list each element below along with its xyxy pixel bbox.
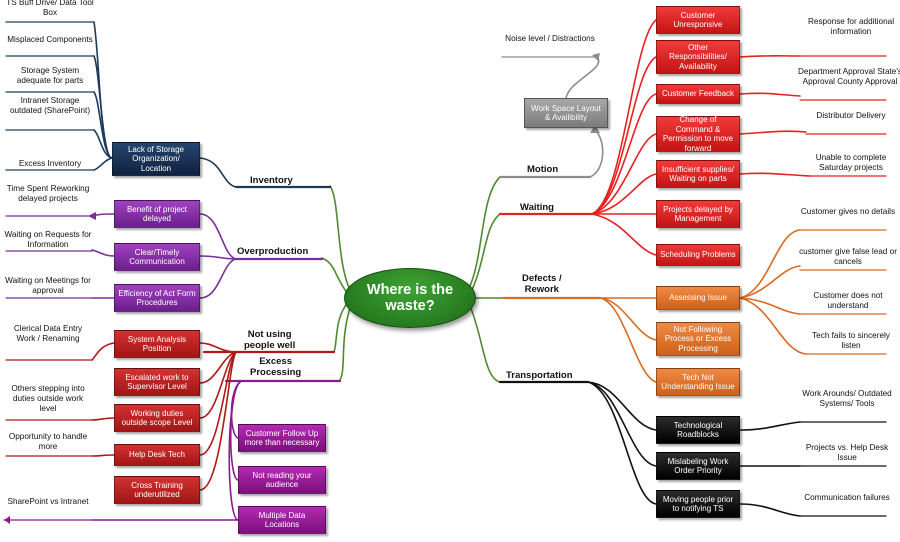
center-line-2: waste? <box>385 298 435 314</box>
waiting-box: Insufficient supplies/ Waiting on parts <box>656 160 740 188</box>
overproduction-leaf: Time Spent Reworking delayed projects <box>6 184 90 203</box>
people-box: Escalated work to Supervisor Level <box>114 368 200 396</box>
excess-box: Customer Follow Up more than necessary <box>238 424 326 452</box>
waiting-box: Scheduling Problems <box>656 244 740 266</box>
defects-leaf: Customer gives no details <box>800 207 896 216</box>
center-line-1: Where is the <box>366 282 454 298</box>
waiting-box: Customer Unresponsive <box>656 6 740 34</box>
waiting-leaf: Distributor Delivery <box>816 111 886 120</box>
transportation-leaf: Work Arounds/ Outdated Systems/ Tools <box>802 389 892 408</box>
transportation-leaf: Communication failures <box>804 493 890 502</box>
waiting-box: Change of Command & Permission to move f… <box>656 115 740 153</box>
people-leaf: Clerical Data Entry Work / Renaming <box>13 324 83 343</box>
overproduction-leaf: Waiting on Requests for Information <box>4 230 92 249</box>
defects-leaf: customer give false lead or cancels <box>799 247 897 266</box>
category-overproduction: Overproduction <box>237 246 309 257</box>
transportation-leaf: Projects vs. Help Desk Issue <box>805 443 889 462</box>
people-box: System Analysis Position <box>114 330 200 358</box>
defects-box: Assessing Issue <box>656 286 740 310</box>
inventory-leaf: Excess Inventory <box>18 159 82 168</box>
waiting-leaf: Response for additional information <box>807 17 895 36</box>
waiting-box: Other Responsibilities/ Availability <box>656 40 740 74</box>
transportation-box: Technological Roadblocks <box>656 416 740 444</box>
people-leaf: Opportunity to handle more <box>8 432 88 451</box>
category-defects-rework: Defects /Rework <box>522 273 562 295</box>
defects-box: Not Following Process or Excess Processi… <box>656 322 740 356</box>
category-transportation: Transportation <box>506 370 573 381</box>
overproduction-box: Efficiency of Act Form Procedures <box>114 284 200 312</box>
people-box: Help Desk Tech <box>114 444 200 466</box>
defects-box: Tech Not Understanding Issue <box>656 368 740 396</box>
excess-box: Multiple Data Locations <box>238 506 326 534</box>
inventory-leaf: TS Buff Drive/ Data Tool Box <box>6 0 94 17</box>
people-leaf: Others stepping into duties outside work… <box>11 384 85 413</box>
category-waiting: Waiting <box>520 202 554 213</box>
excess-leaf: SharePoint vs Intranet <box>7 497 89 506</box>
people-box: Working duties outside scope Level <box>114 404 200 432</box>
inventory-leaf: Intranet Storage outdated (SharePoint) <box>9 96 91 115</box>
defects-leaf: Tech fails to sincerely listen <box>812 331 890 350</box>
waiting-leaf: Department Approval State's Approval Cou… <box>798 67 900 86</box>
people-box: Cross Training underutilized <box>114 476 200 504</box>
overproduction-box: Benefit of project delayed <box>114 200 200 228</box>
motion-leaf: Noise level / Distractions <box>505 34 595 43</box>
motion-box: Work Space Layout & Availibility <box>524 98 608 128</box>
inventory-leaf: Storage System adequate for parts <box>16 66 84 85</box>
excess-box: Not reading your audience <box>238 466 326 494</box>
waiting-leaf: Unable to complete Saturday projects <box>815 153 887 172</box>
transportation-box: Mislabeling Work Order Priority <box>656 452 740 480</box>
transportation-box: Moving people prior to notifying TS <box>656 490 740 518</box>
category-motion: Motion <box>527 164 559 175</box>
waiting-box: Customer Feedback <box>656 84 740 104</box>
waiting-box: Projects delayed by Management <box>656 200 740 228</box>
category-inventory: Inventory <box>250 175 293 186</box>
overproduction-leaf: Waiting on Meetings for approval <box>5 276 91 295</box>
inventory-hub-box: Lack of Storage Organization/ Location <box>112 142 200 176</box>
defects-leaf: Customer does not understand <box>813 291 883 310</box>
overproduction-box: Clear/Timely Communication <box>114 243 200 271</box>
inventory-leaf: Misplaced Components <box>7 35 93 44</box>
